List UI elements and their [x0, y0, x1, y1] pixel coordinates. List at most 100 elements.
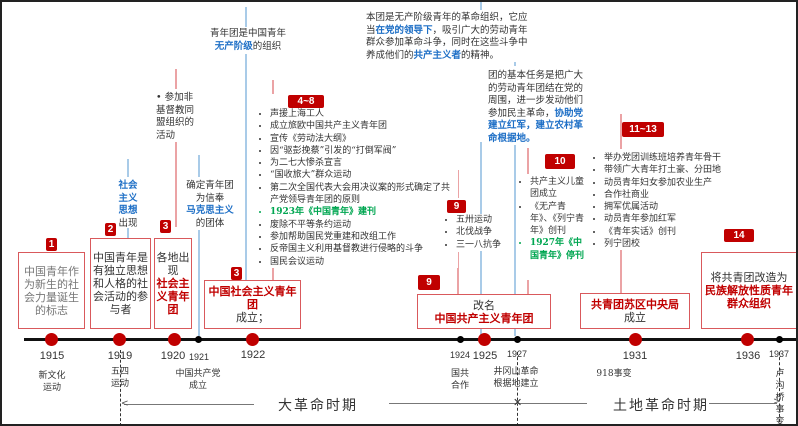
list-item: 《青年实话》创刊	[604, 226, 742, 238]
list-item: 拥军优属活动	[604, 201, 742, 213]
box-1915: 中国青年作为新生的社会力量诞生的标志	[18, 252, 85, 329]
box-1936: 将共青团改造为民族解放性质青年群众组织	[701, 252, 796, 329]
period-divider	[517, 352, 518, 424]
period-divider	[120, 350, 121, 424]
note-nonchristian: • 参加非基督教同盟组织的活动	[156, 92, 200, 142]
note-charter: 本团是无产阶级青年的革命组织，它应当在党的领导下，吸引广大的劳动青年群众参加革命…	[366, 12, 534, 62]
note-highlight: 马克思主义	[186, 205, 234, 216]
badge: 14	[724, 229, 754, 242]
box-text: 将共青团改造为	[710, 271, 788, 284]
note-text: 的团体	[195, 217, 225, 229]
list-item: 五卅运动	[456, 214, 510, 226]
note-proletariat: 青年团是中国青年 无产阶级的组织	[202, 28, 294, 53]
note-highlight: 在党的领导下	[375, 24, 433, 36]
connector-line	[198, 228, 200, 336]
list-item: 反帝国主义利用基督教进行侵略的斗争	[270, 243, 458, 255]
note-highlight: 社会主义思想	[118, 180, 138, 216]
timeline-dot-1915	[45, 333, 58, 346]
year-label: 1925	[472, 350, 498, 362]
list-item: 北伐战争	[456, 226, 510, 238]
note-text: 青年团是中国青年	[209, 28, 286, 39]
note-highlight: 共产主义者	[413, 49, 462, 61]
event-label: 井冈山革命根据地建立	[493, 367, 539, 389]
list-item: 共产主义儿童团成立	[530, 176, 584, 201]
list-item: 列宁团校	[604, 238, 742, 250]
activities-list-10: 共产主义儿童团成立《无产青年》、《列宁青年》创刊1927年《中国青年》停刊	[518, 176, 584, 263]
list-item: 第二次全国代表大会用决议案的形式确定了共产党领导青年团的原则	[270, 182, 458, 207]
note-text: 本团是无产阶级青年的革命组织，它应当	[366, 12, 528, 36]
event-label: 国共合作	[450, 369, 469, 391]
box-text: 各地出现	[156, 251, 190, 277]
note-text: 确定青年团为信奉	[186, 180, 234, 204]
connector-line	[457, 252, 459, 294]
badge: 2	[105, 223, 116, 236]
note-text: 团的基本任务是把广大的劳动青年团结在党的周围，进一步发动他们参加民主革命，	[488, 70, 584, 119]
period-label: 大革命时期	[278, 398, 358, 414]
cross-mark-icon: ✕	[513, 396, 523, 409]
period-divider	[779, 352, 780, 422]
timeline-dot-1922	[246, 333, 259, 346]
connector-line	[272, 80, 274, 94]
year-label: 1921	[188, 352, 210, 362]
activities-list-4-8: 声援上海工人成立旅欧中国共产主义青年团宣传《劳动法大纲》因“驱彭挽蔡”引发的“打…	[258, 108, 458, 268]
box-text: 成立	[624, 311, 646, 324]
timeline-dot-1919	[113, 333, 126, 346]
box-highlight: 共青团苏区中央局	[591, 298, 679, 311]
list-item: 三一八抗争	[456, 239, 510, 251]
connector-line	[175, 142, 177, 227]
badge: 3	[160, 220, 171, 233]
list-item: 为二七大惨杀宣言	[270, 157, 458, 169]
timeline-dot-1931	[629, 333, 642, 346]
box-1925: 改名中国共产主义青年团	[417, 294, 551, 329]
connector-line	[620, 114, 622, 149]
connector-line	[480, 2, 482, 10]
note-text: 的组织	[252, 40, 282, 52]
list-item: 合作社商业	[604, 189, 742, 201]
arrow-right-icon: >	[773, 397, 781, 407]
connector-line	[514, 142, 516, 336]
period-label: 土地革命时期	[613, 398, 709, 414]
list-item: 举办党团训练班培养青年骨干	[604, 152, 742, 164]
box-text: 中国青年作为新生的社会力量诞生的标志	[24, 264, 79, 317]
note-marxism: 确定青年团为信奉马克思主义的团体	[182, 180, 238, 230]
box-1922: 中国社会主义青年团成立；	[204, 280, 301, 329]
year-label: 1920	[160, 350, 186, 362]
connector-line	[245, 54, 247, 280]
connector-line	[127, 228, 129, 238]
period-arrow-line	[389, 403, 587, 405]
connector-line	[272, 264, 274, 280]
timeline-dot-1921	[195, 336, 202, 343]
event-label: 新文化运动	[38, 371, 66, 393]
activities-list-9: 五卅运动北伐战争三一八抗争	[444, 214, 510, 251]
badge: 10	[545, 154, 575, 169]
timeline-dot-1920	[168, 333, 181, 346]
connector-line	[127, 159, 129, 177]
year-label: 1924	[449, 350, 471, 360]
list-item: 国民会议运动	[270, 256, 458, 268]
list-item: 《无产青年》、《列宁青年》创刊	[530, 201, 584, 238]
box-text: 成立；	[236, 311, 269, 324]
list-item: 宣传《劳动法大纲》	[270, 133, 458, 145]
connector-line	[620, 247, 622, 293]
box-1931: 共青团苏区中央局成立	[580, 293, 690, 329]
list-item: “国收旅大”群众运动	[270, 169, 458, 181]
year-label: 1922	[240, 349, 266, 361]
event-label: 中国共产党成立	[175, 369, 221, 391]
note-socialism: 社会主义思想出现	[115, 180, 141, 230]
activities-list-11-13: 举办党团训练班培养青年骨干带领广大青年打土豪、分田地动员青年妇女参加农业生产合作…	[592, 152, 742, 251]
list-item: 动员青年妇女参加农业生产	[604, 177, 742, 189]
year-label: 1915	[39, 350, 65, 362]
list-item: 带领广大青年打土豪、分田地	[604, 164, 742, 176]
timeline-dot-1927	[514, 336, 521, 343]
box-highlight: 中国社会主义青年团	[208, 285, 297, 311]
note-highlight: 协助党建立红军，建立农村革命根据地。	[488, 107, 584, 144]
connector-line	[527, 280, 529, 294]
badge: 1	[46, 238, 57, 251]
list-item: 参加帮助国民党重建和改组工作	[270, 231, 458, 243]
note-highlight: 无产阶级	[214, 40, 253, 52]
year-label: 1931	[622, 350, 648, 362]
timeline-dot-1924	[457, 336, 464, 343]
badge: 9	[447, 200, 466, 213]
timeline-dot-1925	[478, 333, 491, 346]
